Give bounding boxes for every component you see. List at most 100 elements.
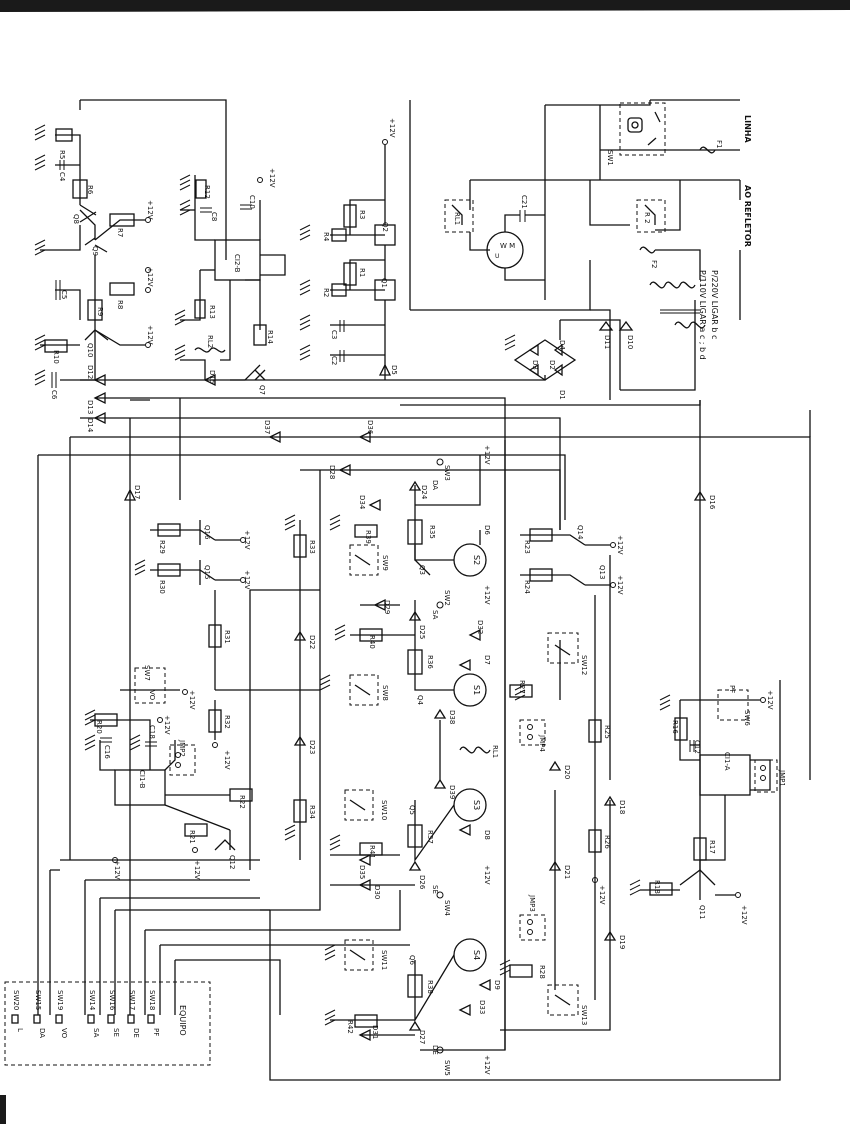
svg-text:F1: F1 bbox=[715, 140, 723, 148]
svg-text:R31: R31 bbox=[223, 630, 231, 644]
svg-text:R14: R14 bbox=[266, 330, 274, 344]
svg-text:D11: D11 bbox=[603, 335, 611, 349]
ci1a-block: CI1-A R16 C12 PF SW6 +12V JMP1 R17 R18 Q… bbox=[640, 685, 786, 925]
svg-text:Q6: Q6 bbox=[408, 955, 416, 966]
switch-sw13 bbox=[547, 984, 579, 1016]
svg-text:Q7: Q7 bbox=[258, 385, 266, 395]
svg-text:JMP3: JMP3 bbox=[528, 894, 536, 912]
svg-text:R21: R21 bbox=[188, 830, 196, 844]
svg-text:D2: D2 bbox=[548, 360, 556, 370]
svg-text:+12V: +12V bbox=[193, 860, 201, 880]
switch-sw10 bbox=[344, 789, 374, 821]
svg-text:D27: D27 bbox=[418, 1030, 426, 1044]
label-refletor: AO REFLETOR bbox=[743, 185, 752, 247]
svg-text:CI1-A: CI1-A bbox=[723, 752, 731, 771]
svg-text:R2: R2 bbox=[322, 288, 330, 297]
jumper-jmp2 bbox=[169, 744, 196, 776]
svg-text:R34: R34 bbox=[308, 805, 316, 819]
transistor-q2 bbox=[374, 224, 396, 246]
relay-rl1 bbox=[444, 199, 474, 233]
ci2b-block: CI2-B R12 C8 C10 +12V R13 R14 RL2 D15 Q7 bbox=[180, 168, 286, 395]
svg-text:SE: SE bbox=[431, 885, 439, 894]
conn-tag-se: SE bbox=[112, 1028, 120, 1037]
svg-text:SW12: SW12 bbox=[580, 655, 588, 675]
power-input-section: W M U SW1 F1 RL1 R 2 C21 F2 D11 D10 D4 bbox=[444, 102, 752, 400]
svg-text:RL1: RL1 bbox=[491, 745, 499, 758]
svg-text:SW5: SW5 bbox=[443, 1060, 451, 1076]
conn-tag-de: DE bbox=[132, 1028, 140, 1038]
svg-text:DA: DA bbox=[431, 480, 439, 490]
svg-text:Q4: Q4 bbox=[416, 695, 424, 706]
svg-text:+12V: +12V bbox=[163, 715, 171, 735]
svg-text:D35: D35 bbox=[358, 865, 366, 879]
connector-pins bbox=[11, 1014, 155, 1024]
switch-sw1 bbox=[619, 102, 666, 156]
svg-text:D14: D14 bbox=[86, 418, 94, 433]
svg-text:R30: R30 bbox=[158, 580, 166, 594]
ground-symbols bbox=[34, 124, 671, 1026]
svg-text:+12V: +12V bbox=[223, 750, 231, 770]
regulator-block: Q2 Q1 R3 R1 R4 R2 C3 C2 D5 +12V bbox=[322, 118, 398, 380]
svg-text:+12V: +12V bbox=[616, 575, 624, 595]
svg-text:D32: D32 bbox=[476, 620, 484, 634]
svg-text:C4: C4 bbox=[58, 172, 66, 182]
svg-text:D7: D7 bbox=[483, 655, 491, 665]
svg-text:D19: D19 bbox=[618, 935, 626, 949]
svg-text:C18: C18 bbox=[148, 725, 156, 739]
svg-text:Q2: Q2 bbox=[381, 222, 389, 232]
svg-text:R16: R16 bbox=[671, 720, 679, 734]
svg-text:R7: R7 bbox=[116, 228, 124, 237]
left-middle-block: R29 R30 Q16 Q15 +12V +12V R31 R32 +12V D… bbox=[90, 485, 320, 880]
switch-sw7 bbox=[134, 667, 166, 704]
svg-text:R38: R38 bbox=[426, 980, 434, 994]
svg-text:Q12: Q12 bbox=[228, 855, 236, 869]
conn-sw18: SW18 bbox=[148, 990, 156, 1010]
svg-text:S4: S4 bbox=[472, 950, 481, 960]
svg-text:R6: R6 bbox=[86, 185, 94, 195]
svg-text:D15: D15 bbox=[208, 370, 216, 384]
svg-text:Q5: Q5 bbox=[408, 805, 416, 815]
switch-sw12 bbox=[547, 632, 579, 664]
svg-text:S1: S1 bbox=[472, 685, 481, 695]
svg-text:R32: R32 bbox=[223, 715, 231, 729]
svg-text:+12V: +12V bbox=[268, 168, 276, 188]
svg-text:Q9: Q9 bbox=[91, 246, 99, 256]
svg-text:RL2: RL2 bbox=[206, 335, 214, 348]
svg-text:CI2-B: CI2-B bbox=[233, 254, 241, 273]
svg-text:+12V: +12V bbox=[113, 860, 121, 880]
svg-text:Q11: Q11 bbox=[698, 905, 706, 919]
svg-text:R9: R9 bbox=[96, 307, 104, 316]
svg-text:S3: S3 bbox=[472, 800, 481, 810]
svg-text:SW6: SW6 bbox=[743, 710, 751, 726]
svg-text:R12: R12 bbox=[203, 185, 211, 199]
svg-text:D34: D34 bbox=[358, 495, 366, 510]
note-220v: P/220V LIGAR b c bbox=[710, 270, 719, 339]
svg-text:+12V: +12V bbox=[483, 1055, 491, 1075]
svg-text:R17: R17 bbox=[708, 840, 716, 854]
svg-text:Q16: Q16 bbox=[203, 525, 211, 540]
svg-text:SW8: SW8 bbox=[381, 685, 389, 701]
svg-text:D28: D28 bbox=[328, 465, 336, 479]
svg-text:R3: R3 bbox=[358, 210, 366, 219]
conn-tag-l: L bbox=[16, 1028, 24, 1032]
svg-text:D9: D9 bbox=[493, 980, 501, 990]
conn-tag-sa: SA bbox=[92, 1028, 100, 1038]
switch-sw11 bbox=[344, 939, 374, 971]
svg-text:Q15: Q15 bbox=[203, 565, 211, 579]
ic-ci2b bbox=[214, 239, 261, 281]
svg-text:D29: D29 bbox=[383, 600, 391, 614]
svg-text:D10: D10 bbox=[626, 335, 634, 349]
ic-ci1b bbox=[114, 769, 166, 806]
svg-text:JMP1: JMP1 bbox=[778, 769, 786, 787]
svg-text:R37: R37 bbox=[426, 830, 434, 844]
svg-text:D13: D13 bbox=[86, 400, 94, 414]
svg-text:C5: C5 bbox=[60, 290, 68, 299]
svg-text:SW7: SW7 bbox=[143, 665, 151, 681]
svg-text:D18: D18 bbox=[618, 800, 626, 814]
svg-text:D5: D5 bbox=[390, 365, 398, 375]
svg-text:SW13: SW13 bbox=[580, 1005, 588, 1025]
svg-text:VO: VO bbox=[148, 690, 156, 701]
svg-text:R23: R23 bbox=[523, 540, 531, 554]
svg-text:F2: F2 bbox=[650, 260, 658, 268]
